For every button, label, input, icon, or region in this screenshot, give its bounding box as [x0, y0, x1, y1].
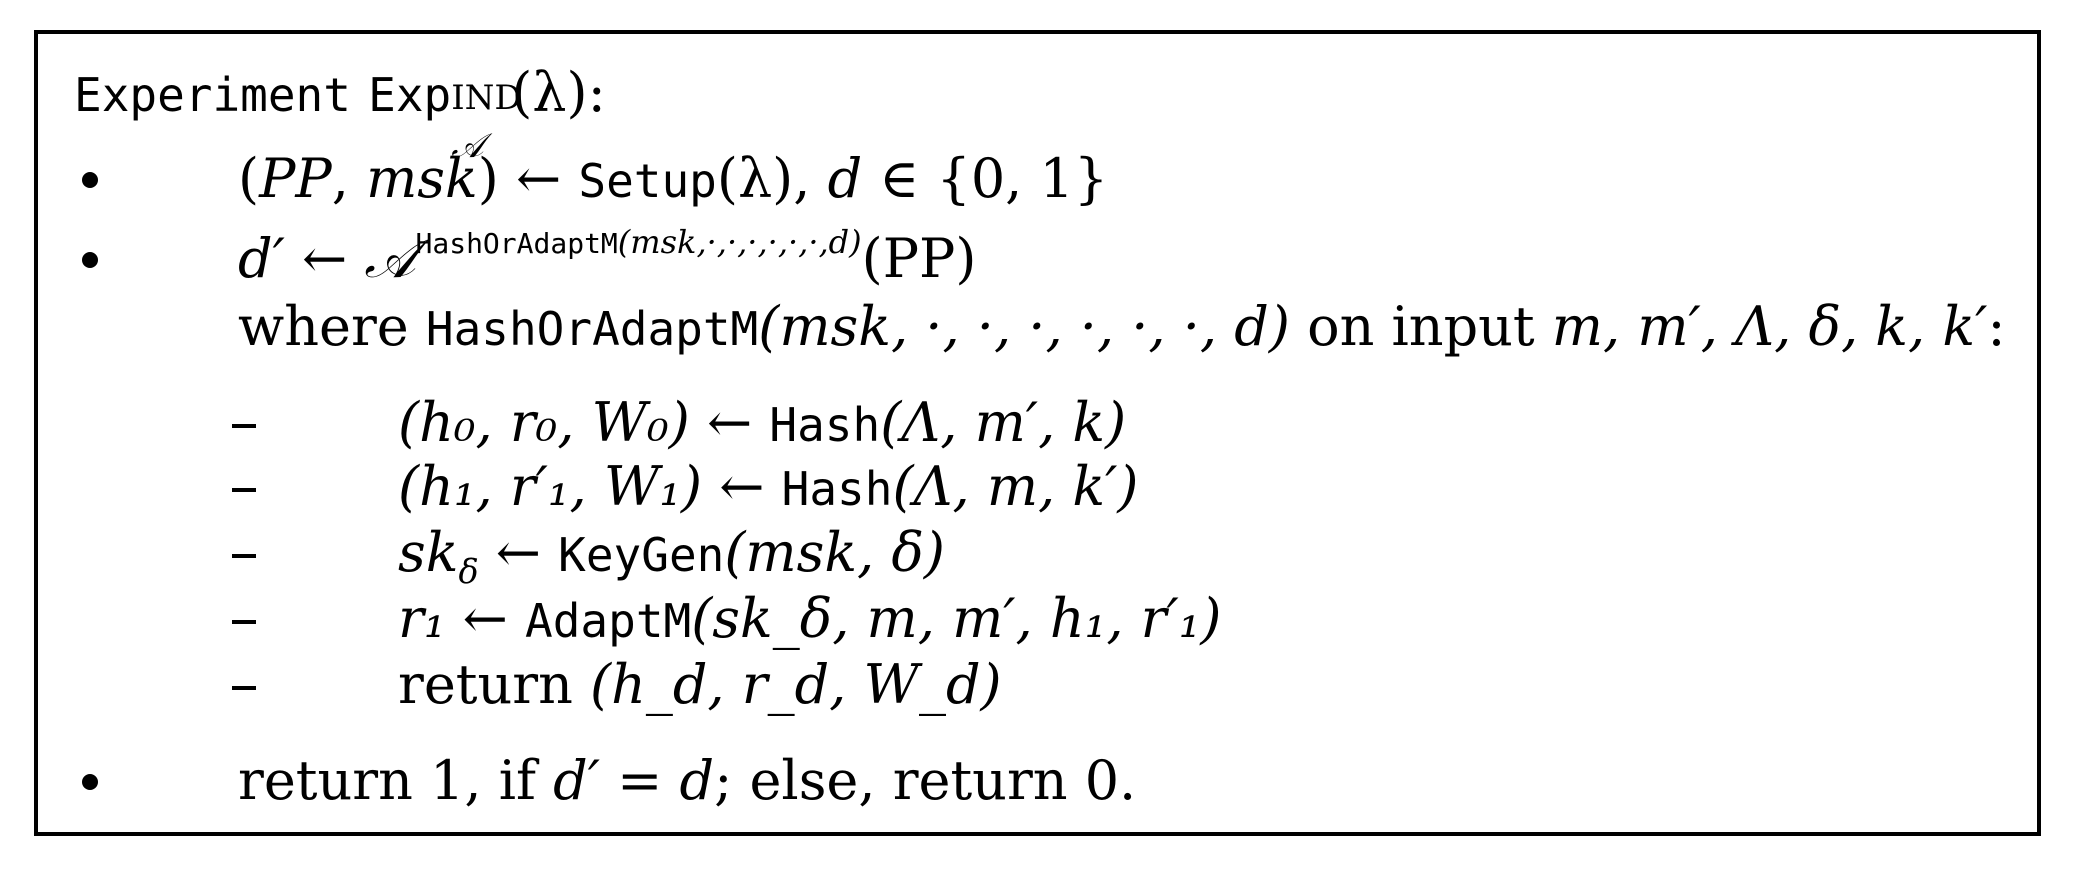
where-fn: HashOrAdaptM	[425, 302, 759, 356]
substep-5-dash	[232, 686, 256, 690]
hash-fn-1: Hash	[769, 398, 881, 452]
step-1: (PP, msk) ← Setup(λ), d ∈ {0, 1}	[238, 147, 1109, 210]
substep-4-dash	[232, 620, 256, 624]
title-subscript: 𝒜	[451, 126, 484, 166]
setup-fn: Setup	[578, 154, 717, 208]
oracle-fn: HashOrAdaptM	[415, 227, 618, 260]
title-superscript: IND	[451, 78, 522, 118]
substep-2: (h₁, r′₁, W₁) ← Hash(Λ, m, k′)	[398, 455, 1139, 518]
step-3-bullet	[82, 774, 98, 790]
adversary: 𝒜	[364, 227, 416, 290]
substep-5: return (h_d, r_d, W_d)	[398, 653, 1002, 716]
substep-1-dash	[232, 424, 256, 428]
title-name: Exp	[368, 68, 452, 122]
keygen-fn: KeyGen	[558, 528, 725, 582]
substep-2-dash	[232, 488, 256, 492]
substep-3-dash	[232, 554, 256, 558]
substep-1: (h₀, r₀, W₀) ← Hash(Λ, m′, k)	[398, 391, 1127, 454]
oracle-args: (msk,·,·,·,·,·,·,d)	[617, 223, 862, 261]
hash-fn-2: Hash	[781, 462, 893, 516]
step-2-bullet	[82, 252, 98, 268]
substep-3: skδ ← KeyGen(msk, δ)	[398, 521, 945, 591]
step-1-bullet	[82, 172, 98, 188]
step-3: return 1, if d′ = d; else, return 0.	[238, 749, 1137, 812]
where-line: where HashOrAdaptM(msk, ·, ·, ·, ·, ·, ·…	[238, 295, 2006, 358]
title-arg: (λ):	[511, 61, 606, 124]
experiment-box	[34, 30, 2041, 836]
step-2: d′ ← 𝒜HashOrAdaptM(msk,·,·,·,·,·,·,d)(PP…	[238, 223, 977, 290]
substep-4: r₁ ← AdaptM(sk_δ, m, m′, h₁, r′₁)	[398, 587, 1222, 650]
title-keyword: Experiment	[74, 68, 351, 122]
adaptm-fn: AdaptM	[525, 594, 692, 648]
